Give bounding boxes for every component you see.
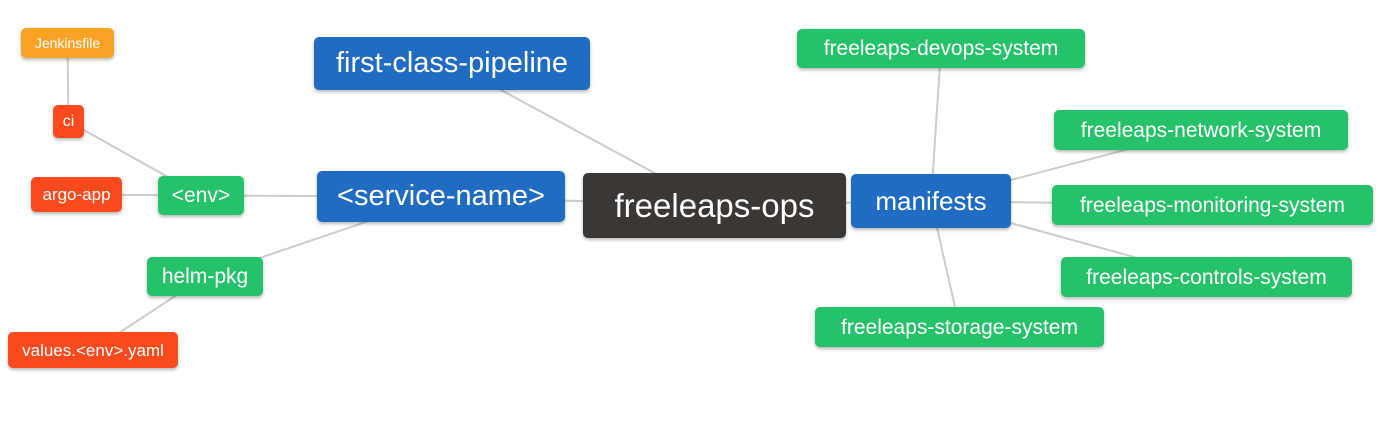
node-env[interactable]: <env> xyxy=(158,176,244,215)
node-freeleaps-ops[interactable]: freeleaps-ops xyxy=(583,173,846,238)
node-ci[interactable]: ci xyxy=(53,105,84,138)
node-controls-system[interactable]: freeleaps-controls-system xyxy=(1061,257,1352,297)
node-manifests[interactable]: manifests xyxy=(851,174,1011,228)
node-service-name[interactable]: <service-name> xyxy=(317,171,565,222)
node-argo-app[interactable]: argo-app xyxy=(31,177,122,212)
node-helm-pkg[interactable]: helm-pkg xyxy=(147,257,263,296)
node-network-system[interactable]: freeleaps-network-system xyxy=(1054,110,1348,150)
node-devops-system[interactable]: freeleaps-devops-system xyxy=(797,29,1085,68)
node-jenkinsfile[interactable]: Jenkinsfile xyxy=(21,28,114,58)
node-first-class-pipeline[interactable]: first-class-pipeline xyxy=(314,37,590,90)
node-values-env-yaml[interactable]: values.<env>.yaml xyxy=(8,332,178,368)
node-storage-system[interactable]: freeleaps-storage-system xyxy=(815,307,1104,347)
node-monitoring-system[interactable]: freeleaps-monitoring-system xyxy=(1052,185,1373,225)
